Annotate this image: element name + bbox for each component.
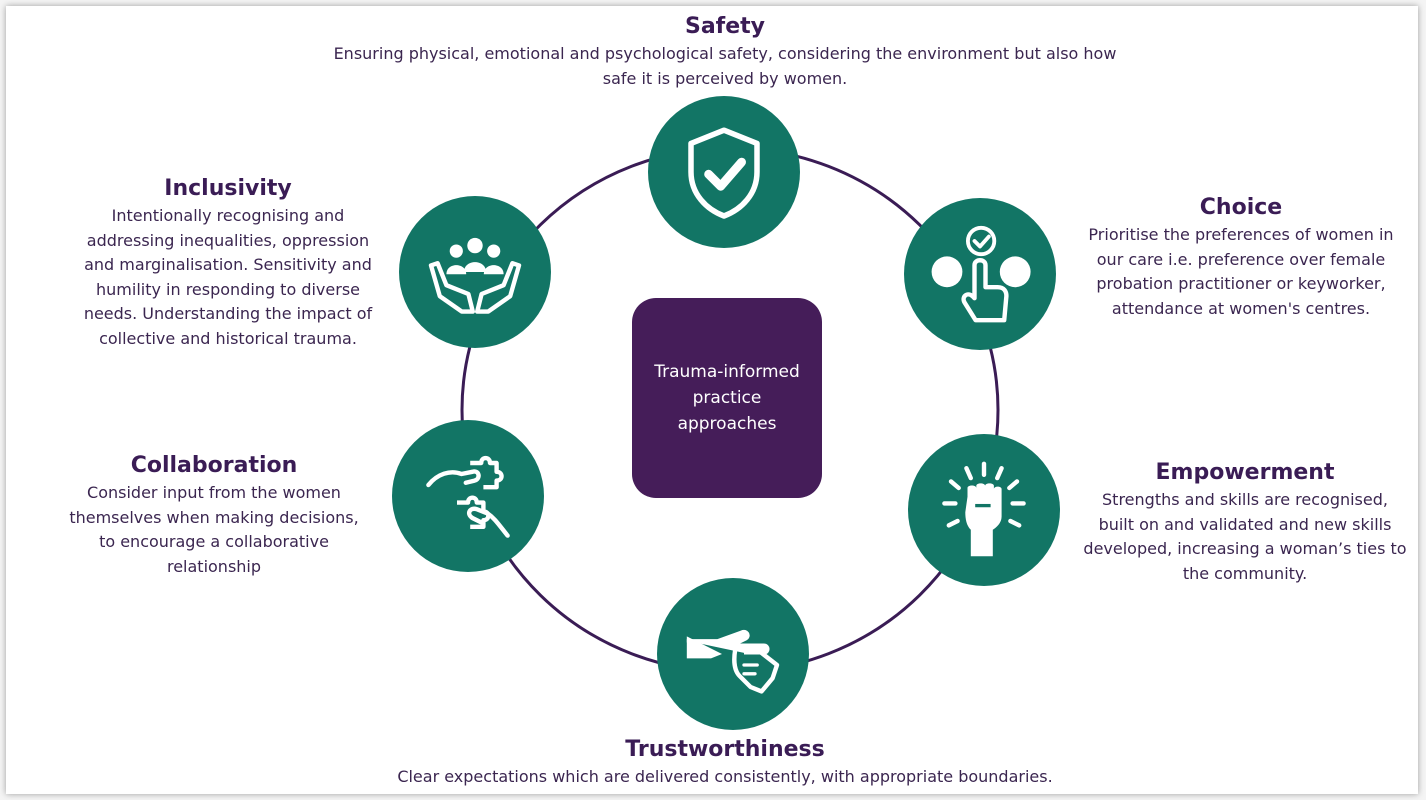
trustworthiness-text-block: Trustworthiness Clear expectations which…: [330, 735, 1120, 790]
trustworthiness-description: Clear expectations which are delivered c…: [397, 767, 1053, 786]
center-label: Trauma-informed practice approaches: [654, 362, 800, 434]
safety-node: [648, 96, 800, 248]
collaboration-title: Collaboration: [130, 453, 298, 478]
inclusivity-node: [399, 196, 551, 348]
choice-description: Prioritise the preferences of women in o…: [1088, 225, 1394, 318]
inclusivity-text-block: Inclusivity Intentionally recognising an…: [72, 174, 384, 351]
empowerment-description: Strengths and skills are recognised, bui…: [1083, 490, 1407, 583]
hands-touching-icon: [686, 629, 780, 694]
choice-title: Choice: [1199, 195, 1283, 220]
puzzle-hands-icon: [426, 455, 510, 538]
trustworthiness-node: [657, 578, 809, 730]
safety-title: Safety: [684, 14, 766, 39]
choice-node: [904, 198, 1056, 350]
empowerment-text-block: Empowerment Strengths and skills are rec…: [1082, 458, 1408, 586]
people-in-hands-icon: [428, 237, 522, 314]
safety-description: Ensuring physical, emotional and psychol…: [333, 44, 1117, 88]
inclusivity-title: Inclusivity: [164, 176, 292, 201]
collaboration-text-block: Collaboration Consider input from the wo…: [66, 451, 362, 579]
collaboration-node: [392, 420, 544, 572]
raised-fist-icon: [942, 461, 1026, 557]
collaboration-description: Consider input from the women themselves…: [69, 483, 359, 576]
choice-hand-icon: [931, 225, 1031, 323]
choice-text-block: Choice Prioritise the preferences of wom…: [1076, 193, 1406, 321]
empowerment-node: [908, 434, 1060, 586]
empowerment-title: Empowerment: [1155, 460, 1335, 485]
safety-text-block: Safety Ensuring physical, emotional and …: [330, 12, 1120, 91]
inclusivity-description: Intentionally recognising and addressing…: [83, 206, 373, 348]
shield-check-icon: [688, 127, 760, 219]
trustworthiness-title: Trustworthiness: [625, 737, 825, 762]
center-box: Trauma-informed practice approaches: [632, 298, 822, 498]
